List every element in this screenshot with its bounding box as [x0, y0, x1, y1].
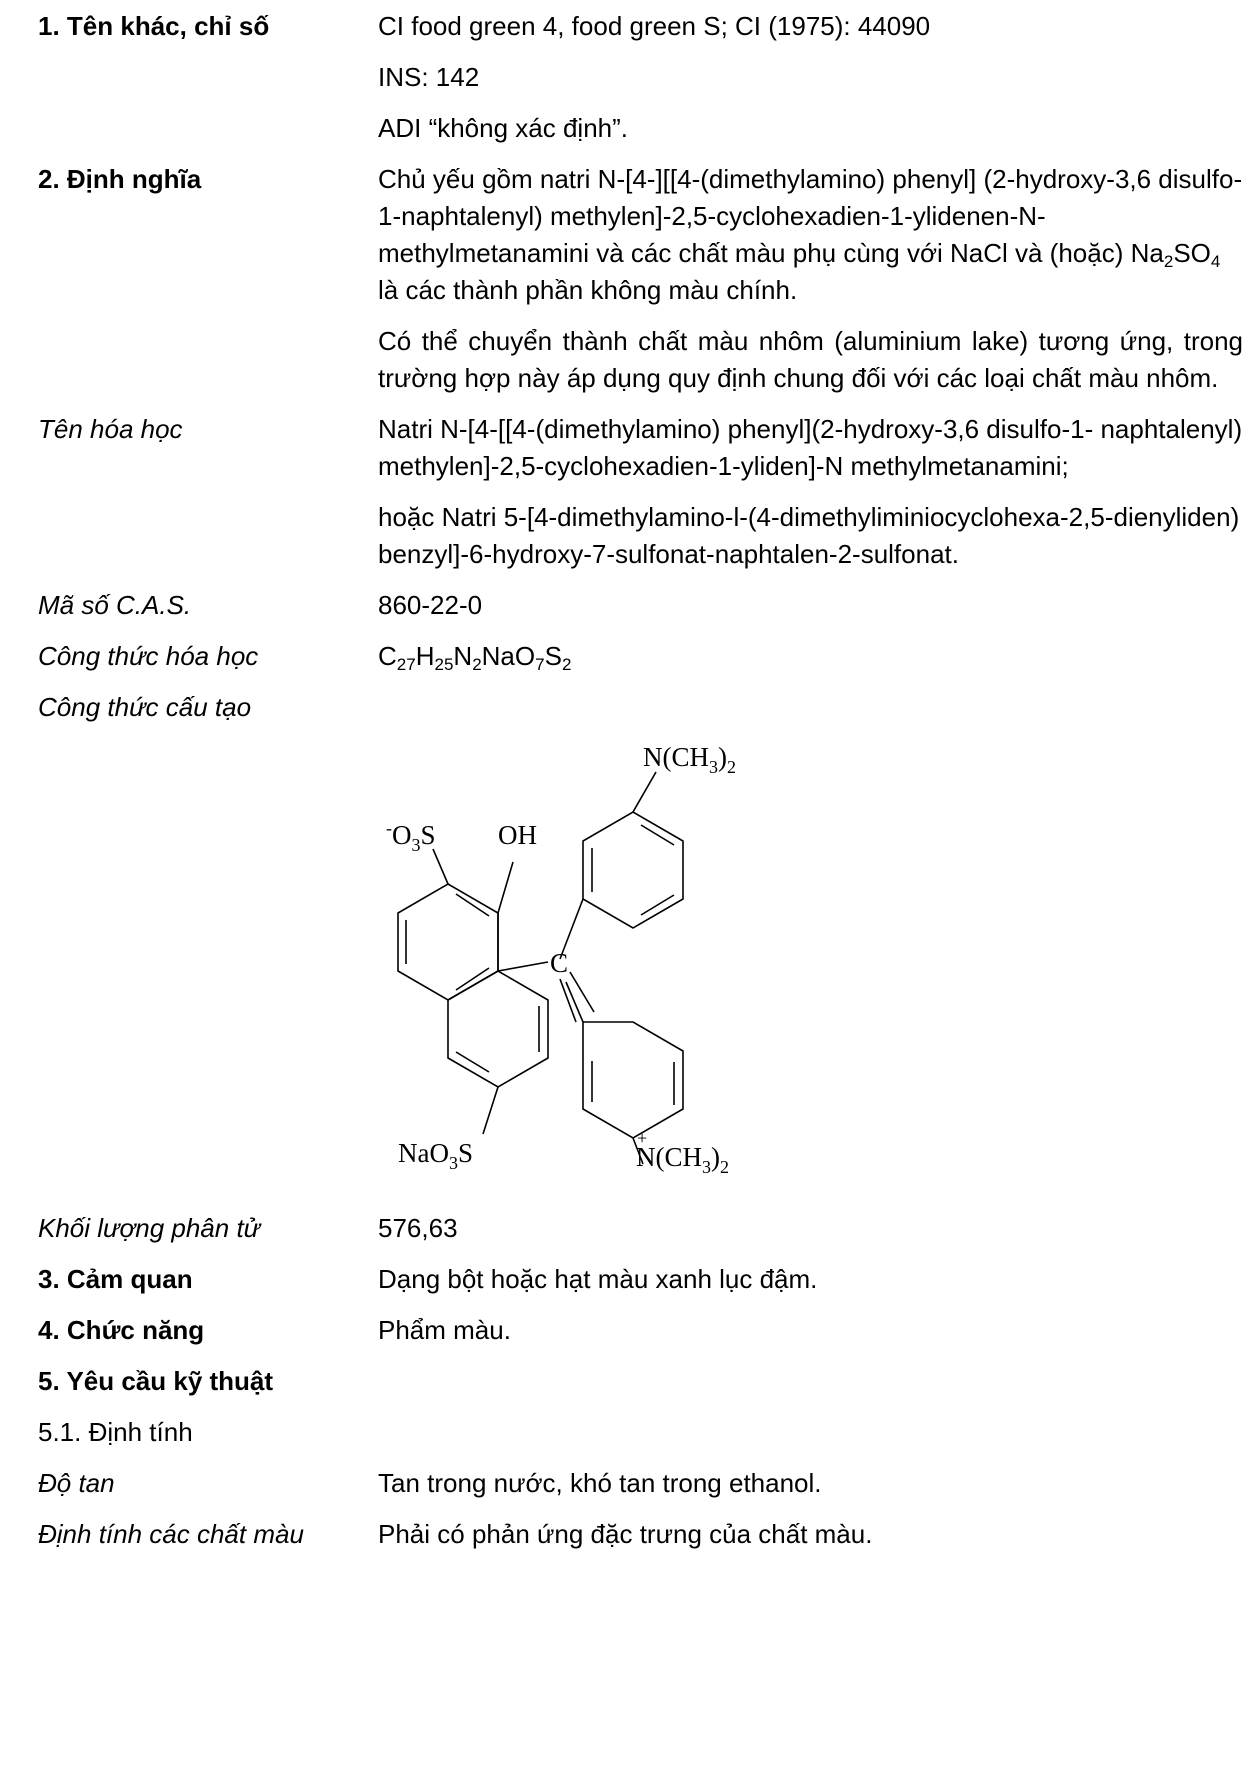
definition-paragraph: Có thể chuyển thành chất màu nhôm (alumi…: [378, 326, 1243, 393]
molar-mass-label: Khối lượng phân tử: [38, 1213, 261, 1243]
color-test-label: Định tính các chất màu: [38, 1519, 304, 1549]
cas-row: Mã số C.A.S. 860-22-0: [38, 587, 1243, 624]
naphthalene-left-ring: [397, 883, 499, 1001]
other-names-value: CI food green 4, food green S; CI (1975)…: [378, 8, 1243, 147]
appearance-value: Dạng bột hoặc hạt màu xanh lục đậm.: [378, 1264, 818, 1294]
formula-element: NaO: [481, 641, 536, 671]
bond-lines: [397, 771, 684, 1165]
formula-element: H: [415, 641, 435, 671]
requirements-row: 5. Yêu cầu kỹ thuật: [38, 1363, 1243, 1400]
other-names-row: 1. Tên khác, chỉ số CI food green 4, foo…: [38, 8, 1243, 147]
formula-subscript: 2: [472, 655, 482, 674]
chemical-name-row: Tên hóa học Natri N-[4-[[4-(dimethylamin…: [38, 411, 1243, 573]
cas-value: 860-22-0: [378, 590, 483, 620]
atom-labels: N(CH3)2 -O3S OH C NaO3S + N(CH3)2: [386, 742, 736, 1177]
chemical-name-label: Tên hóa học: [38, 414, 183, 444]
structural-formula-drawing: N(CH3)2 -O3S OH C NaO3S + N(CH3)2: [386, 742, 736, 1177]
requirements-heading: 5. Yêu cầu kỹ thuật: [38, 1366, 274, 1396]
definition-value: Chủ yếu gồm natri N-[4-][[4-(dimethylami…: [378, 161, 1243, 397]
chemical-name-paragraph: hoặc Natri 5-[4-dimethylamino-l-(4-dimet…: [378, 502, 1240, 569]
structure-label: Công thức cấu tạo: [38, 692, 252, 722]
central-carbon-label: C: [550, 948, 568, 978]
formula-element: N: [453, 641, 473, 671]
appearance-row: 3. Cảm quan Dạng bột hoặc hạt màu xanh l…: [38, 1261, 1243, 1298]
top-dimethylamino-label: N(CH3)2: [643, 742, 736, 777]
function-label: 4. Chức năng: [38, 1315, 205, 1345]
definition-row: 2. Định nghĩa Chủ yếu gồm natri N-[4-][[…: [38, 161, 1243, 397]
formula-label: Công thức hóa học: [38, 641, 259, 671]
color-test-row: Định tính các chất màu Phải có phản ứng …: [38, 1516, 1243, 1553]
definition-label: 2. Định nghĩa: [38, 164, 202, 194]
formula-element: C: [378, 641, 397, 671]
document-page: 1. Tên khác, chỉ số CI food green 4, foo…: [38, 8, 1243, 1567]
molar-mass-value: 576,63: [378, 1213, 458, 1243]
other-names-line: ADI “không xác định”.: [378, 113, 629, 143]
formula-subscript: 25: [434, 655, 454, 674]
upper-phenyl-ring: [582, 811, 684, 929]
formula-subscript: 27: [396, 655, 416, 674]
chemical-name-paragraph: Natri N-[4-[[4-(dimethylamino) phenyl](2…: [378, 414, 1243, 481]
formula-element: S: [544, 641, 562, 671]
function-row: 4. Chức năng Phẩm màu.: [38, 1312, 1243, 1349]
definition-text: SO: [1173, 238, 1211, 268]
definition-text: là các thành phần không màu chính.: [378, 275, 798, 305]
molar-mass-row: Khối lượng phân tử 576,63: [38, 1210, 1243, 1247]
bottom-dimethyliminium-label: N(CH3)2: [636, 1142, 729, 1177]
color-test-value: Phải có phản ứng đặc trưng của chất màu.: [378, 1519, 873, 1549]
chemical-name-value: Natri N-[4-[[4-(dimethylamino) phenyl](2…: [378, 411, 1243, 573]
function-value: Phẩm màu.: [378, 1315, 511, 1345]
other-names-label: 1. Tên khác, chỉ số: [38, 11, 270, 41]
positive-charge-label: +: [637, 1128, 647, 1148]
identification-row: 5.1. Định tính: [38, 1414, 1243, 1451]
hydroxyl-label: OH: [498, 820, 537, 850]
solubility-row: Độ tan Tan trong nước, khó tan trong eth…: [38, 1465, 1243, 1502]
other-names-line: CI food green 4, food green S; CI (1975)…: [378, 11, 931, 41]
formula-subscript: 2: [561, 655, 572, 674]
sodium-sulfonate-label: NaO3S: [398, 1138, 473, 1173]
formula-subscript: 7: [535, 655, 545, 674]
definition-subscript: 2: [1163, 252, 1174, 271]
sulfonate-label: -O3S: [386, 818, 436, 855]
definition-text: Chủ yếu gồm natri N-[4-][[4-(dimethylami…: [378, 164, 1243, 268]
definition-subscript: 4: [1210, 252, 1221, 271]
appearance-label: 3. Cảm quan: [38, 1264, 193, 1294]
structural-formula: N(CH3)2 -O3S OH C NaO3S + N(CH3)2: [38, 726, 1243, 1196]
solubility-label: Độ tan: [38, 1468, 115, 1498]
definition-paragraph: Chủ yếu gồm natri N-[4-][[4-(dimethylami…: [378, 161, 1243, 309]
formula-row: Công thức hóa học C27H25N2NaO7S2: [38, 638, 1243, 675]
solubility-value: Tan trong nước, khó tan trong ethanol.: [378, 1468, 822, 1498]
structure-label-row: Công thức cấu tạo: [38, 689, 1243, 726]
lower-quinoid-ring: [582, 1021, 684, 1139]
naphthalene-lower-ring: [447, 970, 549, 1088]
identification-heading: 5.1. Định tính: [38, 1417, 193, 1447]
other-names-line: INS: 142: [378, 62, 480, 92]
formula-value: C27H25N2NaO7S2: [378, 638, 1243, 675]
cas-label: Mã số C.A.S.: [38, 590, 192, 620]
